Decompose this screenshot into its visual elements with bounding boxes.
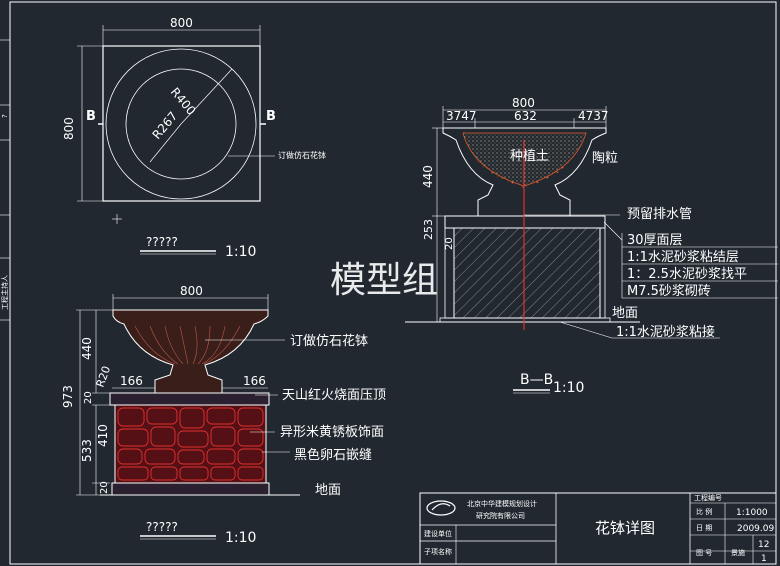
plan-inner-circle [125,68,237,180]
elevation-dim-total: 973 [61,385,75,408]
elevation-dim-step-left: 166 [120,374,143,388]
row-label-2: 子项名称 [424,547,452,556]
section-callout-2: 30厚面层 [627,233,683,248]
plan-outer-circle [105,48,257,200]
section-dim-top: 800 [512,96,535,110]
plan-radius-inner-label: R267 [150,109,181,142]
elevation-callout-2: 天山红火烧面压顶 [282,387,386,403]
plan-radius-line-outer [180,68,233,125]
sheet-border [9,1,777,565]
company-line-2: 研究院有限公司 [476,511,525,520]
elevation-dim-r: R20 [94,364,114,389]
section-caption: B—B [520,372,553,388]
section-ground-label: 地面 [612,306,638,321]
elevation-dim-clad: 410 [96,424,110,447]
section-soil-label: 种植土 [510,149,549,164]
section-dim-part-3: 4737 [578,109,609,123]
section-dim-bowl: 440 [421,165,435,188]
elevation-ground-label: 地面 [315,483,341,498]
project-no-label: 工程编号 [694,493,722,502]
sheet-total: 1 [761,554,767,564]
section-dim-base-b: 20 [444,237,455,250]
plan-callout: 订做仿石花钵 [278,150,326,160]
elevation-cladding [114,404,267,484]
plan-dim-left: 800 [62,117,76,140]
section-scale: 1:10 [553,380,584,396]
date-value: 2009.09 [737,524,774,534]
watermark: 模型组 [330,260,438,301]
section-view: 种植土 陶粒 800 3747 632 4737 440 253 20 预留排水… [405,96,778,396]
section-dim-part-2: 632 [514,109,537,123]
section-callout-1: 预留排水管 [627,207,692,222]
sheet-prefix: 景施 [731,548,745,557]
elevation-dim-step-right: 166 [243,374,266,388]
elevation-bowl-ribs [134,325,241,365]
company-logo-icon [426,500,456,516]
elevation-scale: 1:10 [225,530,256,546]
left-strip-label-1: ? [1,114,9,118]
elevation-view: 800 973 440 20 410 533 20 R20 166 166 订做… [61,284,386,546]
elevation-callout-4: 黑色卵石嵌缝 [294,447,372,463]
drawing-title: 花钵详图 [595,519,655,537]
elevation-dim-bottom: 20 [99,481,110,494]
elevation-dim-bowl: 440 [80,337,94,360]
plan-radius-line-inner [149,123,182,163]
elevation-callout-1: 订做仿石花钵 [290,333,368,349]
left-strip: ? 工程主持人 [0,39,10,321]
row-label-1: 建设单位 [424,529,452,538]
plan-view: R400 R267 800 800 B B 订做仿石花钵 ????? 1:10 [62,16,326,260]
left-strip-label-2: 工程主持人 [0,275,9,310]
plan-dim-top: 800 [170,16,193,30]
elevation-dim-cap: 20 [83,391,94,404]
section-callout-4: 1：2.5水泥砂浆找平 [627,267,747,282]
plan-caption: ????? [146,235,178,249]
date-label: 日 期 [696,524,712,532]
section-pebbles [476,160,572,188]
plan-scale: 1:10 [225,244,256,260]
company-line-1: 北京中华建模规划设计 [467,499,537,508]
plan-section-mark-right: B [266,109,276,124]
elevation-dim-top: 800 [180,284,203,298]
elevation-stones [117,407,264,481]
section-dim-base-a: 253 [422,219,435,240]
section-dim-part-1: 3747 [446,109,477,123]
elevation-caption: ????? [146,520,178,534]
section-pebble-label: 陶粒 [592,150,618,166]
plan-section-mark-left: B [86,109,96,124]
sheet-number: 12 [758,540,769,550]
scale-value: 1:1000 [736,508,768,518]
elevation-plinth [111,482,270,496]
sheet-label: 图 号 [696,549,712,557]
section-callout-3: 1:1水泥砂浆粘结层 [627,250,739,265]
elevation-callout-3: 异形米黄锈板饰面 [280,425,384,440]
title-block: 北京中华建模规划设计 研究院有限公司 建设单位 子项名称 花钵详图 工程编号 比… [419,492,777,565]
section-base [453,227,601,319]
section-bottom-callout: 1:1水泥砂浆粘接 [616,324,715,340]
elevation-dim-base: 533 [80,439,94,462]
scale-label: 比 例 [696,507,712,516]
elevation-cap [109,392,270,406]
section-callout-5: M7.5砂浆砌砖 [627,284,711,299]
